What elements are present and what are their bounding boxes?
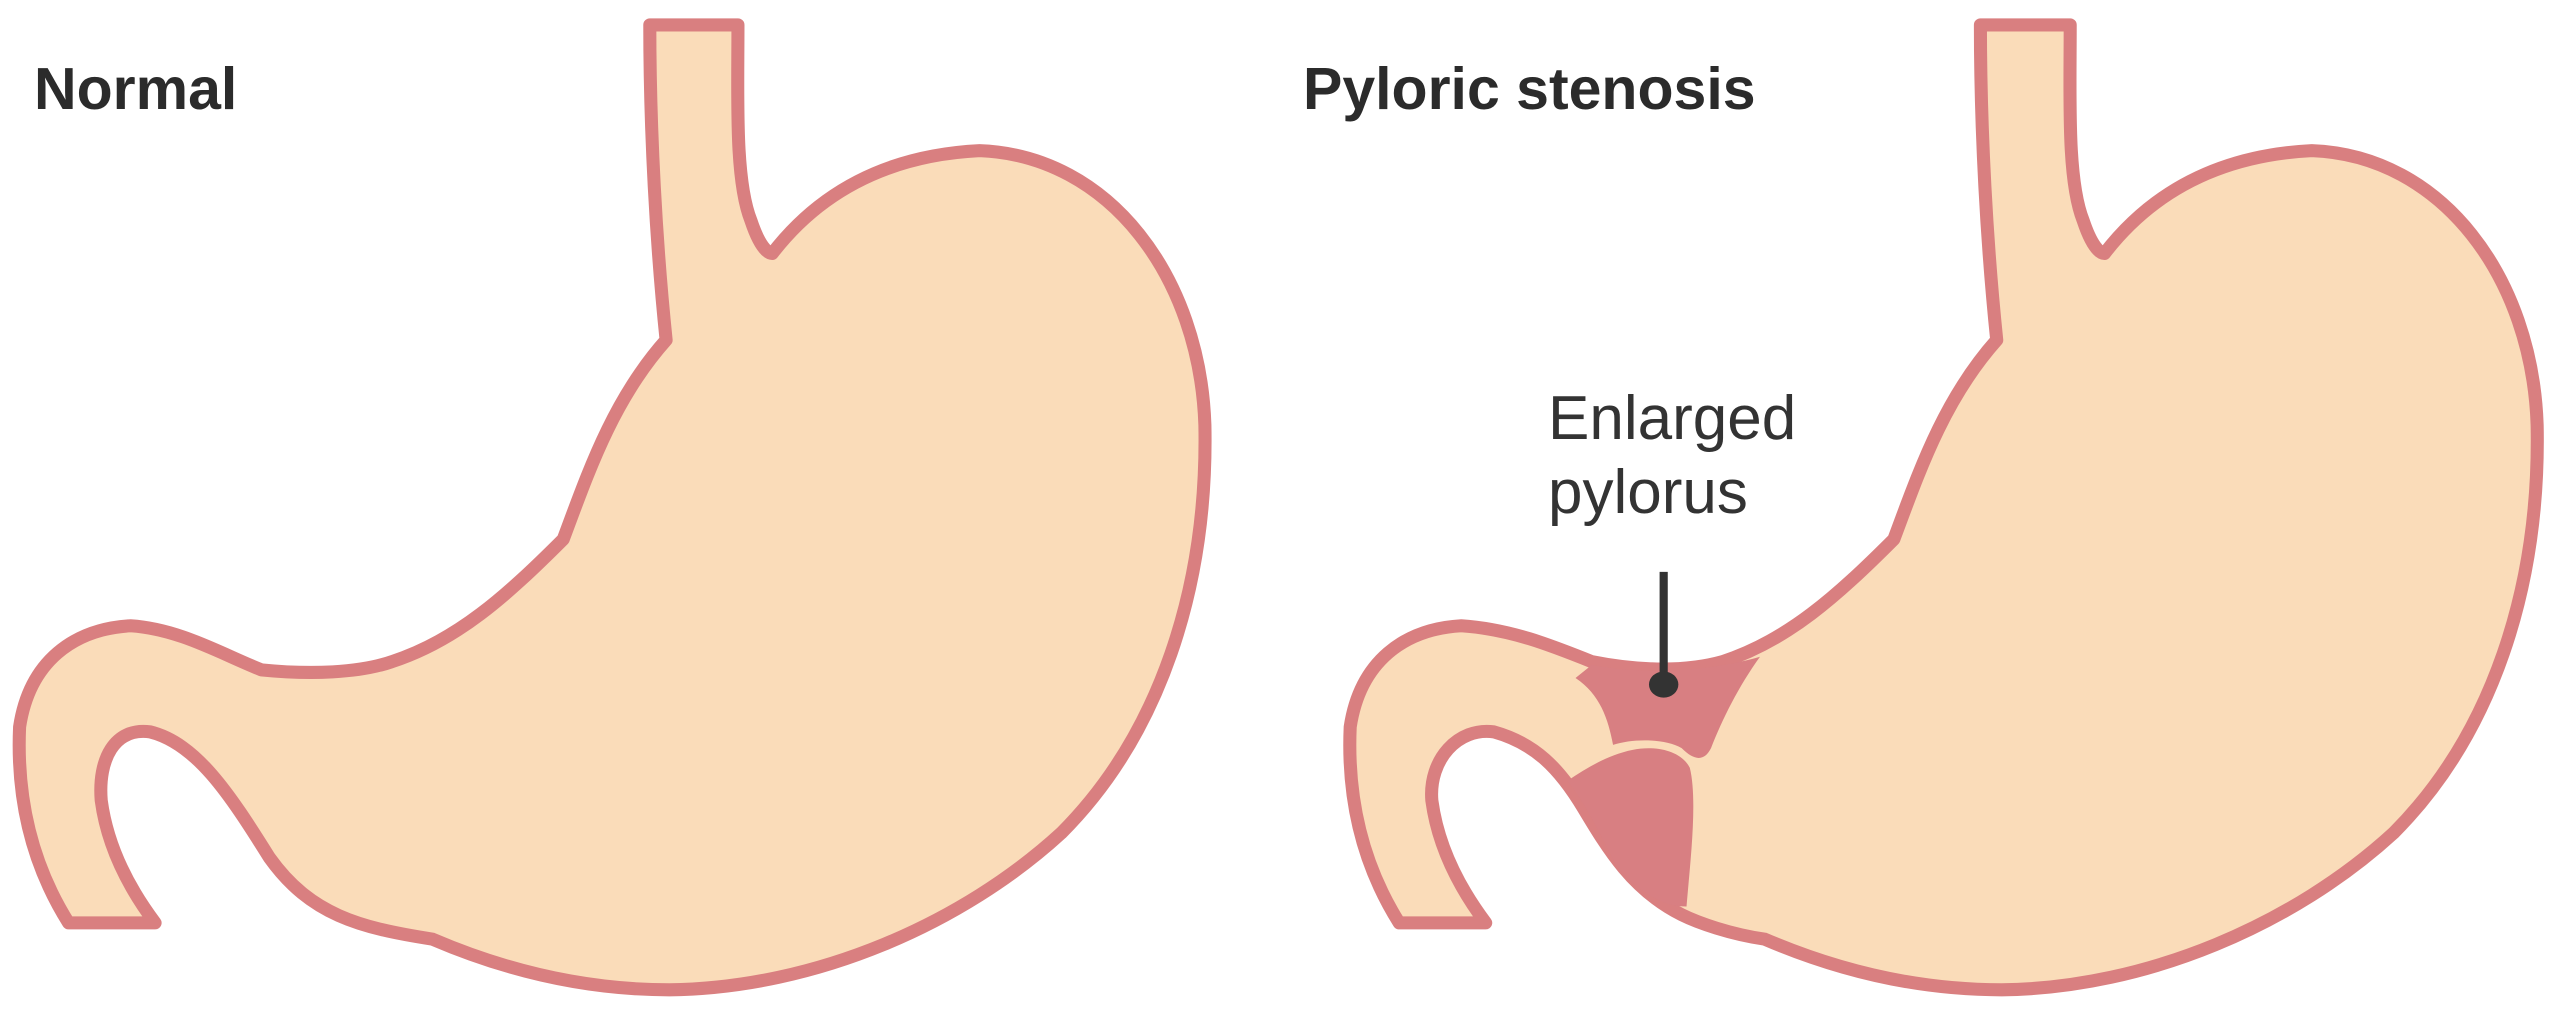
pyloric-stenosis-title: Pyloric stenosis <box>1303 56 1756 122</box>
enlarged-pylorus-label: Enlarged pylorus <box>1548 382 1796 530</box>
label-line-2: pylorus <box>1548 458 1748 527</box>
pyloric-stenosis-stomach <box>1343 18 2544 997</box>
enlarged-pylorus-upper <box>1575 656 1760 758</box>
label-line-1: Enlarged <box>1548 384 1797 453</box>
enlarged-pylorus-lower <box>1567 748 1694 907</box>
normal-stomach <box>12 18 1212 997</box>
pointer-dot <box>1648 671 1679 698</box>
normal-title: Normal <box>34 56 238 122</box>
